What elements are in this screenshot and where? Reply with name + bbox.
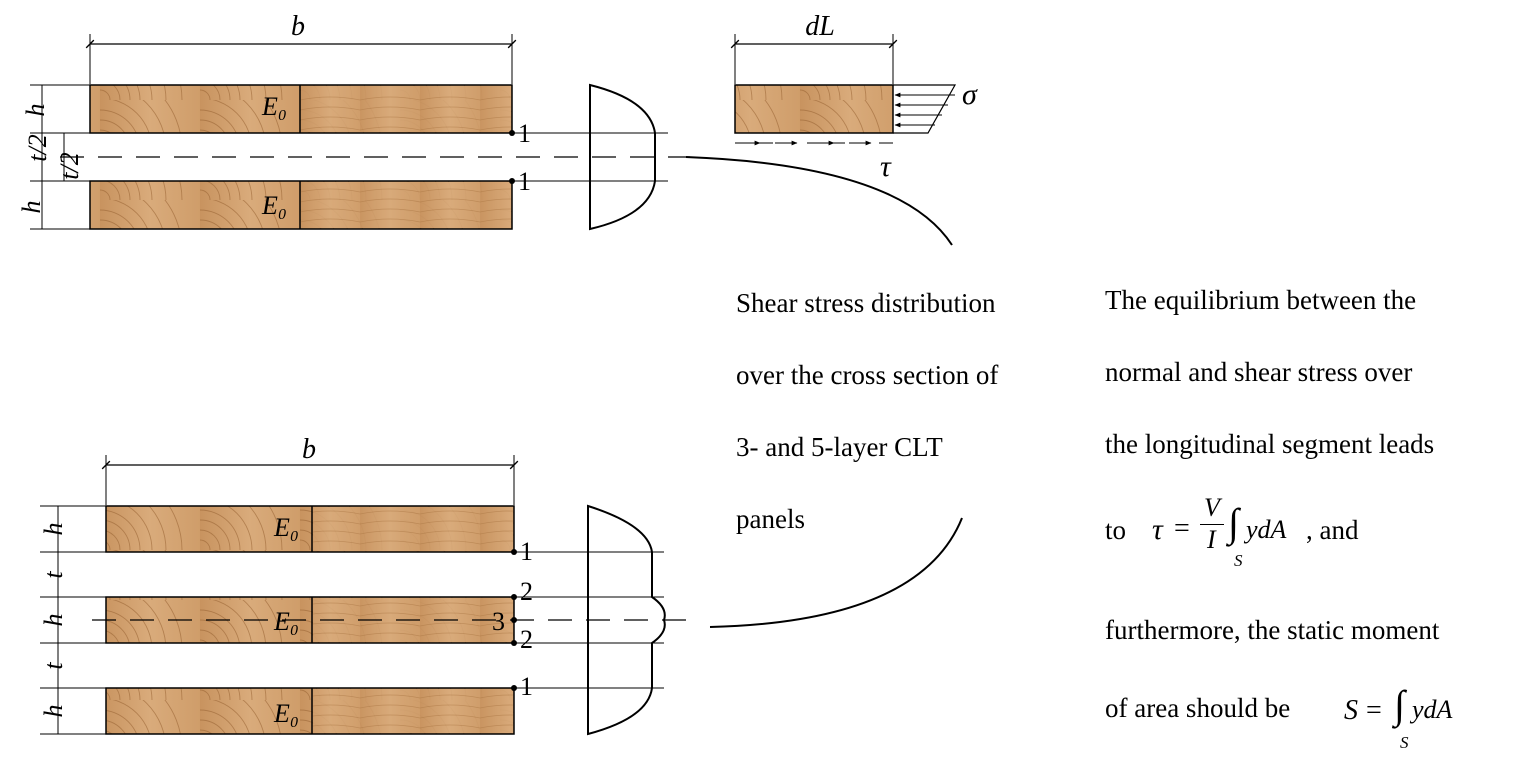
bottom-point-3: 3: [492, 607, 505, 636]
top-dim-h2: h: [17, 201, 46, 214]
caption-right-line-1: The equilibrium between the: [1105, 285, 1417, 315]
tau-formula: τ = V I ∫ ydA S: [1152, 493, 1287, 570]
caption-right-and: , and: [1306, 515, 1359, 545]
top-point-1a: 1: [518, 119, 531, 148]
caption-right-line-2: normal and shear stress over: [1105, 357, 1413, 387]
caption-right-to: to: [1105, 515, 1127, 545]
segment-length-label: dL: [805, 11, 835, 42]
bottom-layer-1-modulus: E₀: [273, 513, 299, 542]
s-formula: S = ∫ ydA S: [1344, 682, 1453, 752]
bottom-dim-t2: t: [39, 662, 68, 670]
top-shear-distribution: [589, 83, 656, 231]
bottom-shear-distribution: [587, 504, 666, 736]
top-pointer-curve: [685, 156, 953, 246]
bottom-pointer-curve: [709, 517, 963, 628]
caption-left-line-2: over the cross section of: [736, 360, 999, 390]
sigma-label: σ: [962, 78, 978, 111]
top-dim-t-half-1: t/2: [23, 134, 52, 161]
bottom-width-label: b: [302, 434, 316, 465]
caption-right-line-5: furthermore, the static moment: [1105, 615, 1440, 645]
bottom-panel: b E₀ E₀ E₀ h t h t h 1 2 3: [39, 434, 963, 736]
caption-right-line-4: to: [1105, 494, 1126, 566]
bottom-dim-h2: h: [39, 614, 68, 627]
caption-right: The equilibrium between the normal and s…: [1105, 264, 1434, 480]
top-layer-1-modulus: E₀: [261, 92, 287, 121]
bottom-point-1a: 1: [520, 537, 533, 566]
caption-right-line-3: the longitudinal segment leads: [1105, 429, 1435, 459]
top-panel: b E₀ E₀ 1 1 h t/2 t/2 h: [17, 11, 953, 246]
caption-left: Shear stress distribution over the cross…: [736, 267, 998, 555]
bottom-dim-h1: h: [39, 523, 68, 536]
bottom-point-1b: 1: [520, 672, 533, 701]
caption-right-line-6: of area should be: [1105, 693, 1291, 723]
top-dim-t-half-2: t/2: [55, 152, 84, 179]
caption-left-line-3: 3- and 5-layer CLT: [736, 432, 943, 462]
bottom-layer-3-modulus: E₀: [273, 699, 299, 728]
bottom-dim-t1: t: [39, 571, 68, 579]
tau-label: τ: [880, 150, 892, 183]
caption-left-line-4: panels: [736, 504, 805, 534]
caption-left-line-1: Shear stress distribution: [736, 288, 996, 318]
top-width-label: b: [291, 11, 305, 42]
bottom-layer-2-modulus: E₀: [273, 607, 299, 636]
segment-block: [734, 84, 894, 134]
top-dim-h1: h: [21, 104, 50, 117]
bottom-dim-h3: h: [39, 705, 68, 718]
bottom-point-2b: 2: [520, 625, 533, 654]
bottom-point-2a: 2: [520, 577, 533, 606]
top-layer-2-modulus: E₀: [261, 191, 287, 220]
segment: dL σ τ: [730, 11, 978, 183]
top-point-1b: 1: [518, 167, 531, 196]
